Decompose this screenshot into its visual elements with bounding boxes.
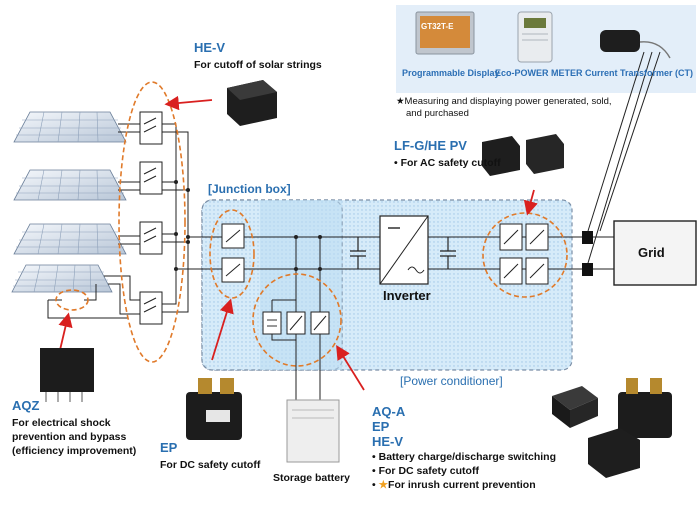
aqa-title1: AQ-A (372, 404, 406, 419)
storage-battery-product (286, 399, 340, 463)
lfg-desc: For AC safety cutoff (400, 157, 501, 169)
product-note: ★Measuring and displaying power generate… (396, 96, 612, 120)
ct-terminal-top (582, 231, 593, 244)
capacitors (350, 237, 456, 269)
current-transformer-product (600, 30, 671, 59)
aqa-b3: For inrush current prevention (388, 479, 536, 491)
aqz-desc3: (efficiency improvement) (12, 445, 137, 457)
aqz-desc2: prevention and bypass (12, 431, 127, 443)
hev-relay-stack (139, 111, 163, 325)
note-line2: and purchased (406, 108, 469, 119)
junction-switches (221, 223, 245, 283)
aqa-bullet1: • (372, 451, 376, 463)
solar-panel-3 (13, 223, 127, 255)
lfg-title: LF-G/HE PV (394, 138, 467, 153)
aqa-product-group (552, 378, 672, 478)
solar-panel-2 (13, 169, 127, 201)
aqa-b1: Battery charge/discharge switching (378, 451, 556, 463)
aqa-b2: For DC safety cutoff (378, 465, 479, 477)
storage-label: Storage battery (273, 472, 351, 484)
aqz-desc1: For electrical shock (12, 417, 111, 429)
aqz-ssr-product (40, 348, 94, 402)
storage-switches (262, 311, 330, 335)
ct-terminal-bottom (582, 263, 593, 276)
aqa-title2: EP (372, 419, 390, 434)
note-star: ★ (396, 96, 405, 107)
hev-top-title: HE-V (194, 40, 226, 55)
hev-top-desc: For cutoff of solar strings (194, 59, 322, 71)
lfg-desc-row: • For AC safety cutoff (394, 156, 501, 170)
inverter-label: Inverter (383, 288, 431, 303)
aqz-title: AQZ (12, 398, 40, 413)
aqz-desc: For electrical shock prevention and bypa… (12, 416, 136, 458)
aqa-star: ★ (378, 479, 389, 491)
product-meter-label: Eco-POWER METER (495, 68, 583, 78)
ep-desc: For DC safety cutoff (160, 459, 261, 471)
callout-arrows (58, 95, 538, 391)
ep-title: EP (160, 440, 178, 455)
lfg-relay-product (482, 134, 564, 176)
ct-wires (587, 51, 661, 264)
solar-panel-4 (11, 264, 113, 293)
aqa-bullet2: • (372, 465, 376, 477)
aqa-title3: HE-V (372, 434, 404, 449)
programmable-display-product (415, 11, 475, 55)
ep-relay-product (186, 378, 242, 440)
product-display-label: Programmable Display (402, 68, 500, 78)
power-conditioner-label: [Power conditioner] (400, 374, 503, 388)
highlight-ellipses (55, 81, 568, 367)
ac-switches (499, 223, 549, 285)
solar-panel-1 (13, 111, 127, 143)
junction-box-label: [Junction box] (208, 182, 291, 196)
aqa-bullets: • Battery charge/discharge switching • F… (372, 450, 556, 492)
eco-power-meter-product (517, 11, 553, 63)
product-ct-label: Current Transformer (CT) (585, 68, 694, 78)
note-line1: Measuring and displaying power generated… (404, 96, 612, 107)
junction-subarea (260, 200, 342, 370)
inverter-box (379, 215, 429, 285)
hev-relay-product (227, 80, 277, 126)
lfg-bullet: • (394, 157, 398, 169)
hev-switch-contacts (143, 117, 157, 313)
grid-box (613, 220, 697, 286)
aqa-bullet3: • (372, 479, 376, 491)
display-screen-text: GT32T-E (421, 22, 454, 31)
aqa-titles: AQ-A EP HE-V (372, 404, 405, 449)
grid-label: Grid (638, 245, 665, 260)
